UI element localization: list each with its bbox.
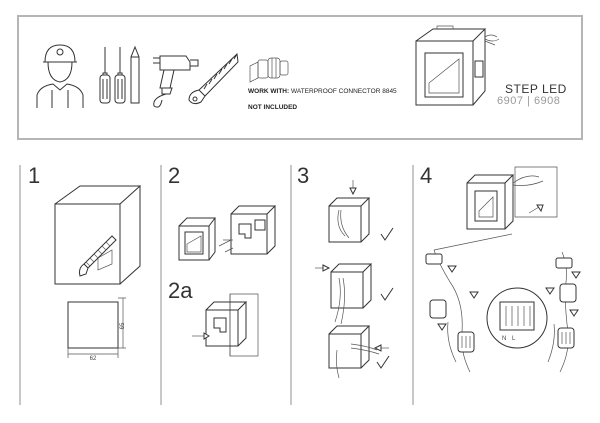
pencil-icon xyxy=(130,45,140,104)
step-number-1: 1 xyxy=(28,163,41,188)
work-with-label: WORK WITH: xyxy=(248,88,290,95)
live-label: L xyxy=(512,336,516,342)
drill-icon xyxy=(153,55,199,108)
not-included-note: NOT INCLUDED xyxy=(248,104,298,111)
cable-entry-drawing-1 xyxy=(328,180,394,243)
wiring-connection-drawing: N L xyxy=(425,233,581,373)
column-divider xyxy=(160,165,162,405)
step-number-2: 2 xyxy=(168,163,181,188)
terminal-detail-circle xyxy=(486,287,548,349)
step-led-wall-drawing xyxy=(466,166,558,230)
screwdrivers-icon xyxy=(99,47,126,104)
cutout-height-label: 65 xyxy=(120,322,126,329)
saw-icon xyxy=(188,52,239,105)
header-frame xyxy=(17,15,583,140)
cable-entry-drawing-3 xyxy=(328,325,390,379)
column-divider xyxy=(19,165,21,405)
box-into-wall-drawing xyxy=(192,293,259,357)
neutral-label: N xyxy=(502,336,506,342)
mounting-box-drawing xyxy=(178,205,277,261)
installer-person-icon xyxy=(36,44,84,108)
step-number-4: 4 xyxy=(420,163,433,188)
cutout-dimension-drawing: 65 62 xyxy=(67,297,126,362)
cutout-width-label: 62 xyxy=(90,356,97,362)
step-number-2a: 2a xyxy=(168,278,193,303)
connector-right-group xyxy=(555,257,577,349)
step-led-product-icon xyxy=(415,25,500,106)
wall-cutout-drawing xyxy=(54,185,142,285)
waterproof-connector-icon xyxy=(249,57,289,83)
work-with-value: WATERPROOF CONNECTOR 8845 xyxy=(290,88,397,95)
connector-left-group xyxy=(425,253,475,353)
work-with-line: WORK WITH: WATERPROOF CONNECTOR 8845 xyxy=(248,88,397,95)
column-divider xyxy=(290,165,292,405)
cable-entry-drawing-2 xyxy=(315,263,394,325)
product-codes: 6907 | 6908 xyxy=(497,95,561,107)
step-number-3: 3 xyxy=(297,163,310,188)
column-divider xyxy=(412,165,414,405)
product-title: STEP LED xyxy=(505,82,567,96)
